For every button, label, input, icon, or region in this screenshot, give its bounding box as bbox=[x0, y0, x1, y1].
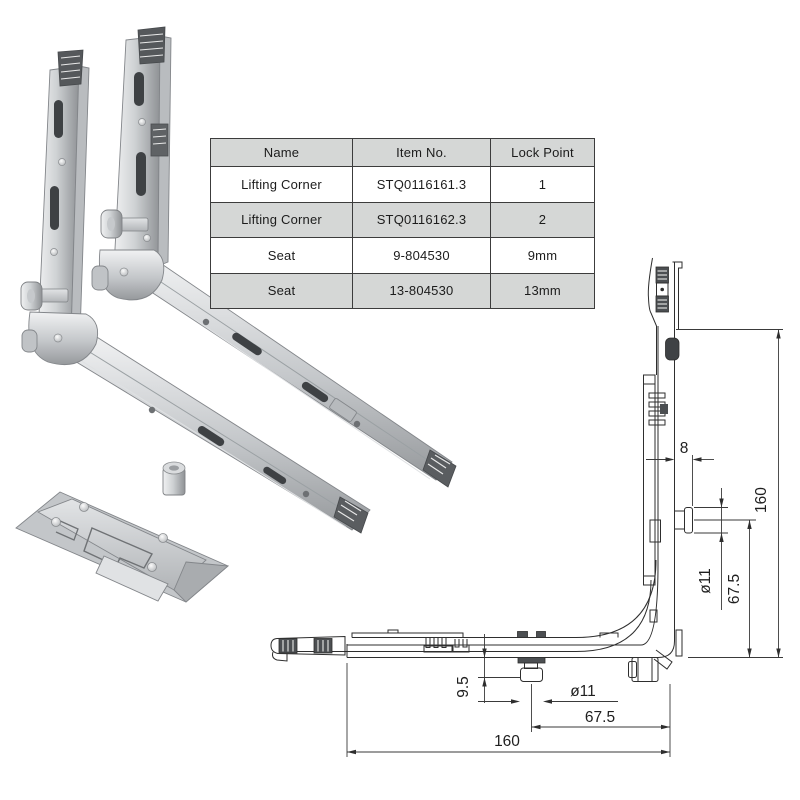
dimension-label-bottom-length: 160 bbox=[494, 733, 520, 750]
mushroom-cam-front bbox=[20, 281, 69, 311]
corner-roller bbox=[628, 649, 673, 682]
table-cell: Lifting Corner bbox=[211, 202, 353, 238]
dimension-bottom-9-5: 9.5 bbox=[455, 634, 520, 703]
dimension-label-bottom-offset: 67.5 bbox=[585, 709, 615, 726]
dimension-pin-protrusion-8: 8 bbox=[646, 440, 714, 506]
table-cell: STQ0116161.3 bbox=[353, 167, 491, 203]
profile-outline bbox=[290, 257, 683, 658]
table-cell: 13mm bbox=[491, 273, 595, 309]
spec-table: Name Item No. Lock Point Lifting Corner … bbox=[210, 138, 595, 309]
table-cell: 2 bbox=[491, 202, 595, 238]
rack-detail bbox=[648, 392, 668, 426]
seat-plate bbox=[15, 491, 230, 603]
serrated-tip-front-arm bbox=[333, 496, 369, 534]
col-header-name: Name bbox=[211, 139, 353, 167]
table-cell: Seat bbox=[211, 273, 353, 309]
dimension-label-right-offset: 67.5 bbox=[726, 574, 743, 604]
table-cell: 1 bbox=[491, 167, 595, 203]
dimension-right-67-5: 67.5 bbox=[694, 519, 756, 658]
dimension-label-bottom-pin-dia: ø11 bbox=[570, 683, 596, 700]
dimension-bottom-pin-dia: ø11 bbox=[478, 683, 618, 704]
dimension-label-right-length: 160 bbox=[753, 487, 770, 513]
dimension-label-right-pin-dia: ø11 bbox=[697, 568, 714, 594]
serrated-tip-back-arm bbox=[422, 449, 457, 488]
side-pin bbox=[674, 507, 693, 534]
lifting-corner-front bbox=[20, 49, 371, 534]
lifting-corner-back bbox=[91, 26, 457, 488]
table-cell: Lifting Corner bbox=[211, 167, 353, 203]
col-header-item-no: Item No. bbox=[353, 139, 491, 167]
dimension-right-pin-dia: ø11 bbox=[694, 488, 728, 610]
bottom-pin bbox=[517, 657, 546, 682]
dimension-label-bottom-pin-height: 9.5 bbox=[455, 676, 472, 698]
glide-cam-front-arm bbox=[162, 461, 186, 496]
table-cell: Seat bbox=[211, 238, 353, 274]
table-cell: 13-804530 bbox=[353, 273, 491, 309]
vertical-member-details bbox=[643, 266, 693, 657]
horizontal-member-details bbox=[270, 629, 673, 682]
dimension-bottom-160: 160 bbox=[346, 663, 670, 757]
mushroom-cam-back bbox=[100, 209, 149, 239]
latch-tab bbox=[665, 337, 680, 361]
rack-detail-horizontal bbox=[423, 637, 470, 653]
table-cell: 9mm bbox=[491, 238, 595, 274]
table-cell: 9-804530 bbox=[353, 238, 491, 274]
col-header-lock-point: Lock Point bbox=[491, 139, 595, 167]
table-cell: STQ0116162.3 bbox=[353, 202, 491, 238]
seat-slot bbox=[83, 527, 153, 569]
dimension-right-160: 160 bbox=[676, 329, 783, 658]
dimension-bottom-67-5: 67.5 bbox=[531, 684, 671, 757]
serrated-tip-back-bar bbox=[137, 26, 166, 65]
serrated-tip-front-bar bbox=[57, 49, 84, 87]
dimension-label-pin-protrusion: 8 bbox=[680, 440, 689, 457]
